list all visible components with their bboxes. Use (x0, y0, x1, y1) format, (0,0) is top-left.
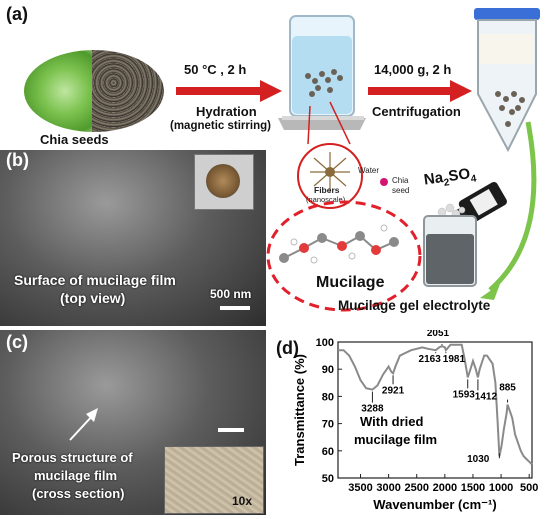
panel-b-inset-photo (194, 154, 254, 210)
panel-c-inset-photo (164, 446, 264, 514)
y-tick-label: 50 (322, 473, 334, 485)
ftir-chart: 50 60 70 80 90 100 3500 3000 2500 2000 1500 1000 500… (292, 330, 538, 512)
water-label: Water (358, 166, 380, 175)
beaker-stirrer-icon (278, 15, 366, 130)
x-tick-label: 1500 (461, 482, 485, 494)
peak-label: 1412 (475, 391, 498, 402)
panel-b-caption-1: Surface of mucilage film (14, 272, 176, 288)
chia-seed-label-2: seed (392, 186, 410, 195)
y-tick-label: 80 (322, 391, 334, 403)
plot-frame (337, 341, 533, 479)
peak-label: 2921 (382, 385, 405, 396)
hydration-condition: 50 °C , 2 h (184, 62, 247, 77)
y-tick-label: 100 (316, 337, 334, 349)
centrifugation-arrow (368, 80, 472, 102)
peak-label: 885 (499, 383, 516, 394)
mucilage-label: Mucilage (316, 274, 385, 291)
ftir-series-line (338, 343, 533, 466)
chia-seeds-label: Chia seeds (40, 132, 109, 147)
panel-c-caption-2: mucilage film (34, 468, 118, 483)
peak-label: 2051 (427, 330, 450, 339)
centrifugation-condition: 14,000 g, 2 h (374, 62, 452, 77)
panel-b-label: (b) (6, 150, 29, 170)
peak-label: 3288 (361, 404, 384, 415)
fibers-label: Fibers (314, 185, 340, 195)
panel-b-caption-2: (top view) (60, 290, 126, 306)
x-tick-label: 2000 (433, 482, 457, 494)
peak-label: 1030 (467, 454, 490, 465)
x-tick-label: 500 (520, 482, 538, 494)
y-tick-label: 70 (322, 419, 334, 431)
electrolyte-beaker-icon (423, 215, 477, 287)
x-tick-label: 3500 (348, 482, 372, 494)
chia-seed-label: Chia (392, 176, 409, 185)
panel-d-annotation-2: mucilage film (354, 432, 437, 447)
panel-c-label: (c) (6, 332, 28, 352)
x-tick-label: 3000 (376, 482, 400, 494)
panel-c-scale-bar (218, 428, 244, 432)
green-curved-arrow (480, 121, 537, 300)
x-tick-label: 1000 (489, 482, 513, 494)
fiber-zoom-icon (297, 101, 363, 209)
fibers-scale-label: (nanoscale) (306, 195, 346, 204)
y-axis-label: Transmittance (%) (292, 354, 307, 466)
electrolyte-label: Mucilage gel electrolyte (338, 298, 491, 313)
panel-a-label: (a) (6, 4, 28, 24)
panel-c-pointer-arrow (69, 408, 98, 441)
panel-c-caption-3: (cross section) (32, 486, 125, 501)
water-dot-icon (380, 178, 388, 186)
centrifugation-label: Centrifugation (372, 104, 461, 119)
peak-label: 1981 (443, 354, 466, 365)
x-axis-label: Wavenumber (cm⁻¹) (373, 497, 496, 512)
hydration-detail: (magnetic stirring) (170, 120, 271, 132)
panel-c-magnification: 10x (232, 494, 253, 508)
panel-b-scale-bar (220, 306, 250, 310)
hydration-arrow (176, 80, 282, 102)
y-tick-label: 90 (322, 364, 334, 376)
x-tick-label: 2500 (404, 482, 428, 494)
chia-seeds-photo (24, 50, 164, 132)
panel-c-caption-1: Porous structure of (12, 450, 133, 465)
panel-d-annotation-1: With dried (360, 414, 423, 429)
peak-label: 1593 (453, 389, 476, 400)
mucilage-molecule-icon (266, 200, 422, 312)
panel-b-scale-label: 500 nm (210, 287, 252, 301)
hydration-label: Hydration (196, 104, 257, 119)
panel-d-label: (d) (276, 338, 299, 358)
centrifuge-tube-icon (474, 8, 540, 153)
y-tick-label: 60 (322, 446, 334, 458)
peak-label: 2163 (419, 354, 442, 365)
